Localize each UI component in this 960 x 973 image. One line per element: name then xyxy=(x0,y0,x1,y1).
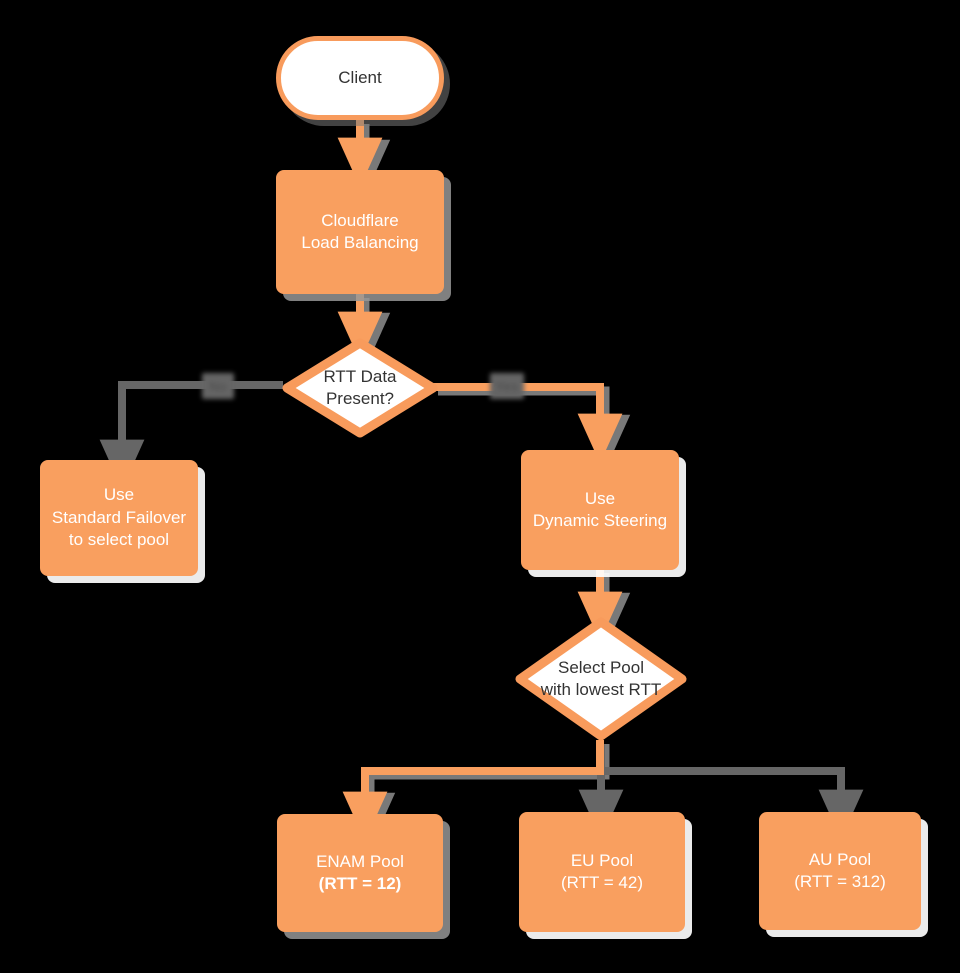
diamond-shape xyxy=(515,617,687,741)
node-select-pool[interactable]: Select Pool with lowest RTT xyxy=(512,614,690,744)
node-eu-pool-title: EU Pool xyxy=(570,850,634,870)
node-cloudflare-load-balancing[interactable]: Cloudflare Load Balancing xyxy=(276,170,444,294)
edge-label-no-text: No xyxy=(209,378,227,394)
node-dynamic-steering-label: Use Dynamic Steering xyxy=(532,488,668,530)
node-standard-failover[interactable]: Use Standard Failover to select pool xyxy=(40,460,198,576)
node-enam-pool-rtt: (RTT = 12) xyxy=(318,874,402,893)
edge-decision-yes xyxy=(433,383,623,464)
diamond-shape xyxy=(282,338,438,438)
node-enam-pool[interactable]: ENAM Pool (RTT = 12) xyxy=(277,814,443,932)
node-au-pool-rtt: (RTT = 312) xyxy=(794,872,886,891)
edge-inactive-group xyxy=(99,381,864,840)
edge-active-group xyxy=(337,120,623,842)
node-standard-failover-label: Use Standard Failover to select pool xyxy=(51,485,187,550)
edge-select-to-au xyxy=(601,767,864,840)
node-dynamic-steering[interactable]: Use Dynamic Steering xyxy=(521,450,679,570)
node-au-pool-title: AU Pool xyxy=(808,849,872,869)
node-eu-pool[interactable]: EU Pool (RTT = 42) xyxy=(519,812,685,932)
edge-select-to-enam xyxy=(342,740,604,842)
node-eu-pool-rtt: (RTT = 42) xyxy=(560,873,644,892)
node-client[interactable]: Client xyxy=(276,36,444,120)
node-rtt-data-present[interactable]: RTT Data Present? xyxy=(281,333,439,443)
node-client-label: Client xyxy=(338,67,382,87)
edge-label-yes-text: Yes xyxy=(495,378,519,394)
edge-label-yes: Yes xyxy=(490,373,524,399)
edge-label-no: No xyxy=(202,373,234,399)
node-cloudflare-load-balancing-label: Cloudflare Load Balancing xyxy=(301,210,419,252)
node-au-pool[interactable]: AU Pool (RTT = 312) xyxy=(759,812,921,930)
node-enam-pool-title: ENAM Pool xyxy=(316,851,404,871)
